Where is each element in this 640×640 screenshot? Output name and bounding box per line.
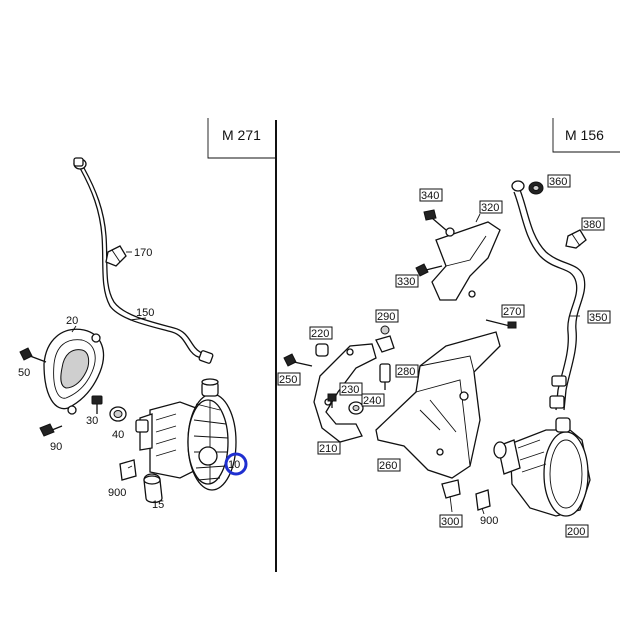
label-900-left: 900 bbox=[108, 487, 126, 499]
label-320: 320 bbox=[481, 202, 499, 214]
label-360: 360 bbox=[549, 176, 567, 188]
bolt-90 bbox=[39, 423, 63, 437]
bushing-240 bbox=[348, 401, 364, 415]
hook-290 bbox=[375, 325, 395, 353]
label-240: 240 bbox=[363, 395, 381, 407]
air-hose-150 bbox=[73, 157, 214, 364]
label-30: 30 bbox=[86, 415, 98, 427]
hose-clip-170 bbox=[105, 245, 132, 267]
label-20: 20 bbox=[66, 315, 78, 327]
bolt-250 bbox=[283, 353, 313, 367]
label-10: 10 bbox=[228, 459, 240, 471]
label-box-300 bbox=[439, 514, 463, 528]
air-hose-350 bbox=[511, 180, 586, 411]
label-200: 200 bbox=[567, 526, 585, 538]
label-box-290 bbox=[375, 309, 399, 323]
label-box-380 bbox=[581, 217, 605, 231]
bolt-340 bbox=[423, 209, 447, 231]
label-box-220 bbox=[309, 326, 333, 340]
label-250: 250 bbox=[279, 374, 297, 386]
label-40: 40 bbox=[112, 429, 124, 441]
label-90: 90 bbox=[50, 441, 62, 453]
label-290: 290 bbox=[377, 311, 395, 323]
label-box-330 bbox=[395, 274, 419, 288]
air-pump-200 bbox=[493, 417, 591, 517]
label-box-240 bbox=[361, 393, 385, 407]
label-box-250 bbox=[277, 372, 301, 386]
bracket-260 bbox=[375, 331, 501, 479]
label-170: 170 bbox=[134, 247, 152, 259]
label-box-280 bbox=[395, 364, 419, 378]
label-50: 50 bbox=[18, 367, 30, 379]
label-350: 350 bbox=[589, 312, 607, 324]
label-220: 220 bbox=[311, 328, 329, 340]
connector-900-right bbox=[475, 489, 491, 515]
bolt-230 bbox=[327, 393, 337, 408]
label-900-right: 900 bbox=[480, 515, 498, 527]
label-box-340 bbox=[419, 188, 443, 202]
label-330: 330 bbox=[397, 276, 415, 288]
bolt-30 bbox=[91, 395, 103, 414]
rubber-cap-15 bbox=[143, 473, 163, 504]
rubber-mount-40 bbox=[109, 406, 127, 422]
bracket-20 bbox=[43, 328, 105, 415]
connector-900-left bbox=[119, 459, 137, 481]
clip-300 bbox=[441, 479, 461, 513]
label-270: 270 bbox=[503, 306, 521, 318]
label-box-270 bbox=[501, 304, 525, 318]
label-150: 150 bbox=[136, 307, 154, 319]
label-280: 280 bbox=[397, 366, 415, 378]
label-340: 340 bbox=[421, 190, 439, 202]
label-300: 300 bbox=[441, 516, 459, 528]
section-box-m271: M 271 bbox=[207, 118, 276, 159]
hose-clip-380 bbox=[565, 229, 587, 249]
valve-280 bbox=[379, 363, 391, 390]
label-210: 210 bbox=[319, 443, 337, 455]
bolt-330 bbox=[415, 263, 443, 277]
label-box-350 bbox=[587, 310, 611, 324]
label-260: 260 bbox=[379, 460, 397, 472]
label-15: 15 bbox=[152, 499, 164, 511]
label-box-200 bbox=[565, 524, 589, 538]
bracket-320 bbox=[431, 213, 501, 301]
section-title-m271: M 271 bbox=[222, 127, 261, 143]
label-box-360 bbox=[547, 174, 571, 188]
highlight-ring-10 bbox=[224, 452, 248, 476]
label-box-260 bbox=[377, 458, 401, 472]
cap-360 bbox=[528, 181, 544, 195]
label-box-210 bbox=[317, 441, 341, 455]
label-box-320 bbox=[479, 200, 503, 214]
label-380: 380 bbox=[583, 219, 601, 231]
rubber-mount-220 bbox=[315, 343, 329, 357]
bolt-50 bbox=[19, 347, 47, 363]
section-box-m156: M 156 bbox=[552, 118, 620, 153]
label-230: 230 bbox=[341, 384, 359, 396]
bolt-270 bbox=[485, 319, 517, 329]
label-box-230 bbox=[339, 382, 363, 396]
section-title-m156: M 156 bbox=[565, 127, 604, 143]
air-pump-10 bbox=[135, 378, 237, 491]
